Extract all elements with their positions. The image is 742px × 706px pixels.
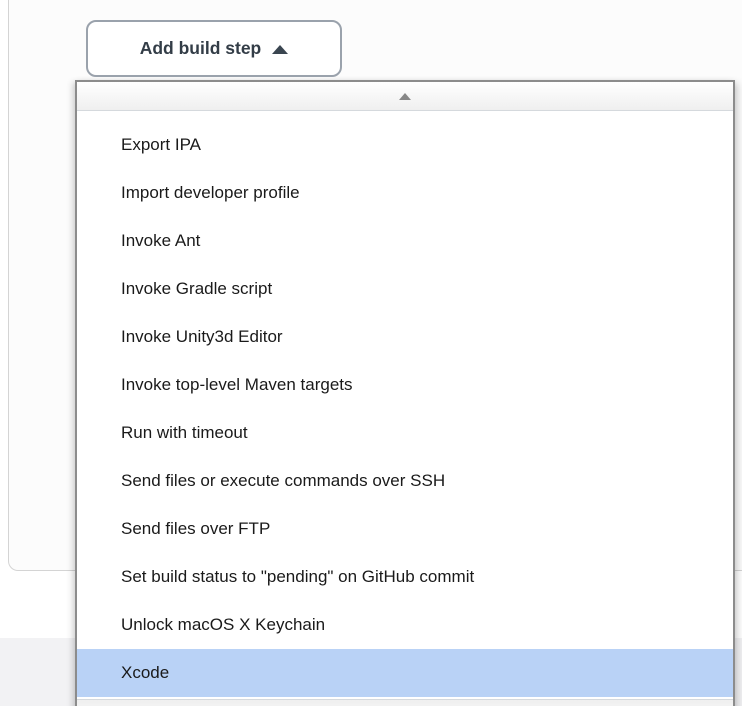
menu-item[interactable]: Invoke top-level Maven targets bbox=[121, 375, 353, 394]
menu-item[interactable]: Import developer profile bbox=[121, 183, 300, 202]
menu-scroll-down[interactable] bbox=[77, 699, 733, 706]
menu-item[interactable]: Export IPA bbox=[121, 135, 201, 154]
menu-item[interactable]: Send files over FTP bbox=[121, 519, 271, 538]
menu-item[interactable]: Set build status to "pending" on GitHub … bbox=[121, 567, 475, 586]
menu-item[interactable]: Invoke Ant bbox=[121, 231, 201, 250]
menu-item[interactable]: Invoke Unity3d Editor bbox=[121, 327, 283, 346]
menu-scroll-up[interactable] bbox=[77, 82, 733, 111]
menu-item[interactable]: Xcode bbox=[77, 649, 733, 697]
menu-item[interactable]: Unlock macOS X Keychain bbox=[121, 615, 326, 634]
menu-item[interactable]: Invoke Gradle script bbox=[121, 279, 273, 298]
triangle-up-icon bbox=[399, 92, 411, 100]
menu-item[interactable]: Run with timeout bbox=[121, 423, 248, 442]
menu-item[interactable]: Send files or execute commands over SSH bbox=[121, 471, 446, 490]
caret-up-icon bbox=[272, 44, 289, 54]
add-build-step-button[interactable]: Add build step bbox=[86, 20, 342, 77]
add-build-step-label: Add build step bbox=[139, 38, 262, 58]
